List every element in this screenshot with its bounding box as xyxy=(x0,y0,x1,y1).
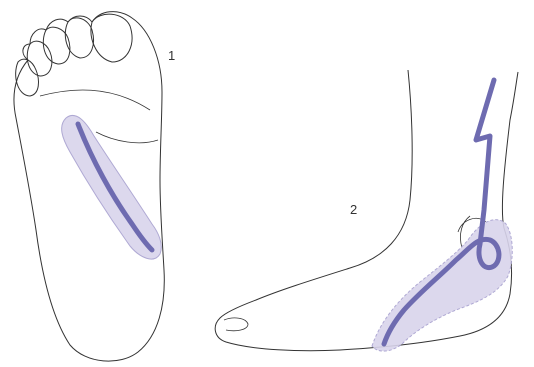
figure-label-2: 2 xyxy=(350,202,357,217)
third-toe xyxy=(43,27,70,64)
fifth-toe xyxy=(16,59,39,96)
leg-front-outline xyxy=(215,70,518,351)
sole-outline xyxy=(14,12,164,362)
toenail xyxy=(224,318,248,331)
figure-label-1: 1 xyxy=(168,48,175,63)
big-toe xyxy=(91,14,132,62)
pain-zone-sole xyxy=(62,115,162,259)
sole-view: 1 xyxy=(14,12,175,362)
side-view: 2 xyxy=(215,70,518,351)
ball-crease xyxy=(40,90,150,110)
arch-line xyxy=(96,132,158,143)
